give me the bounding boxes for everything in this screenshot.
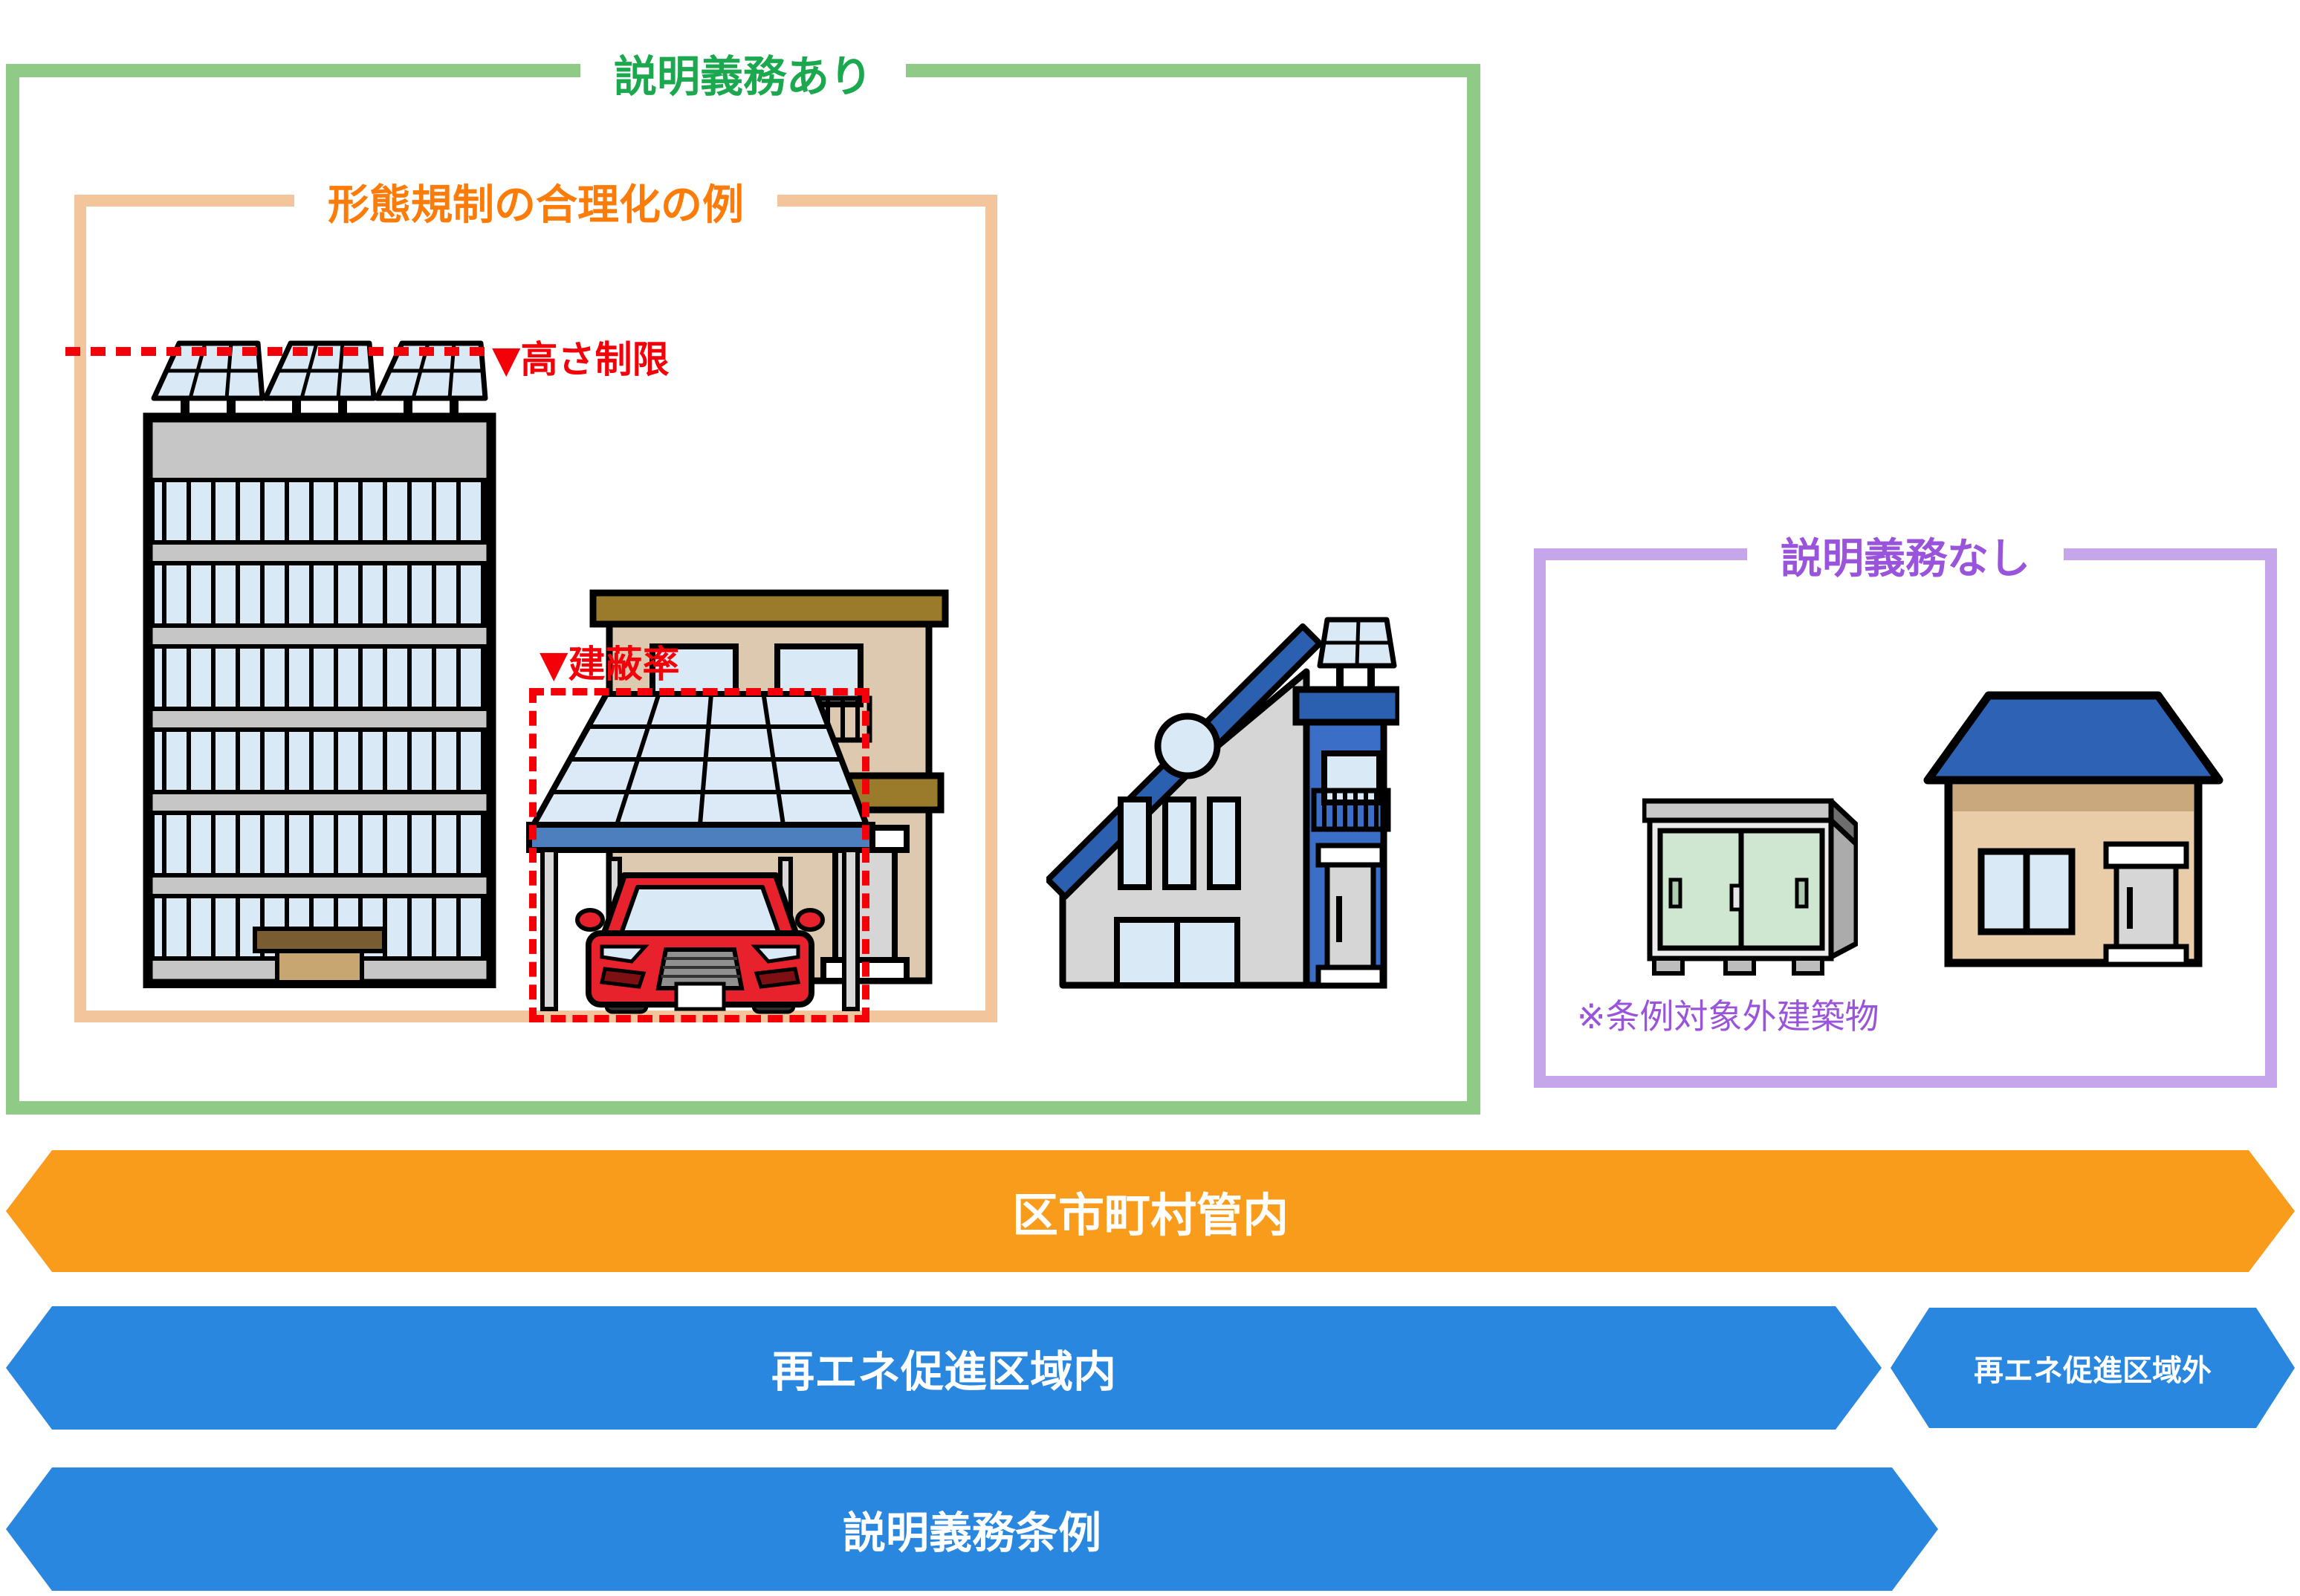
rooftop-solar-panels-icon xyxy=(151,340,488,419)
storage-shed-illustration xyxy=(1642,798,1858,976)
height-limit-dotted-line xyxy=(65,347,486,356)
banner-explanation-ordinance: 説明義務条例 xyxy=(6,1467,1938,1591)
no-explanation-title: 説明義務なし xyxy=(1747,529,2064,590)
building-entrance xyxy=(253,927,386,953)
house-solar-panel-icon xyxy=(1317,617,1397,691)
banner-promotion-zone-outside-label: 再エネ促進区域外 xyxy=(1974,1354,2212,1388)
banner-explanation-ordinance-label: 説明義務条例 xyxy=(842,1508,1101,1558)
banner-municipal-area: 区市町村管内 xyxy=(6,1150,2295,1272)
no-explanation-box: 説明義務なし xyxy=(1534,529,2277,1088)
banner-promotion-zone-inside-label: 再エネ促進区域内 xyxy=(771,1346,1116,1397)
modern-house-illustration xyxy=(1046,617,1399,989)
coverage-ratio-dotted-rect xyxy=(529,688,869,1022)
banner-promotion-zone-outside: 再エネ促進区域外 xyxy=(1891,1308,2295,1428)
banner-municipal-area-label: 区市町村管内 xyxy=(1011,1188,1289,1242)
solar-carport-illustration xyxy=(526,691,875,1014)
explanation-required-box: 説明義務あり xyxy=(6,46,1480,1115)
office-building-illustration xyxy=(143,340,496,988)
explanation-required-title: 説明義務あり xyxy=(580,46,907,107)
small-house-illustration xyxy=(1923,691,2223,967)
form-regulation-title: 形態規制の合理化の例 xyxy=(294,175,777,236)
red-car-icon xyxy=(575,872,825,1014)
coverage-ratio-label: ▼建蔽率 xyxy=(540,643,680,686)
height-limit-label: ▼高さ制限 xyxy=(492,338,670,381)
banner-promotion-zone-inside: 再エネ促進区域内 xyxy=(6,1306,1882,1430)
ordinance-exempt-note: ※条例対象外建築物 xyxy=(1577,996,1879,1037)
